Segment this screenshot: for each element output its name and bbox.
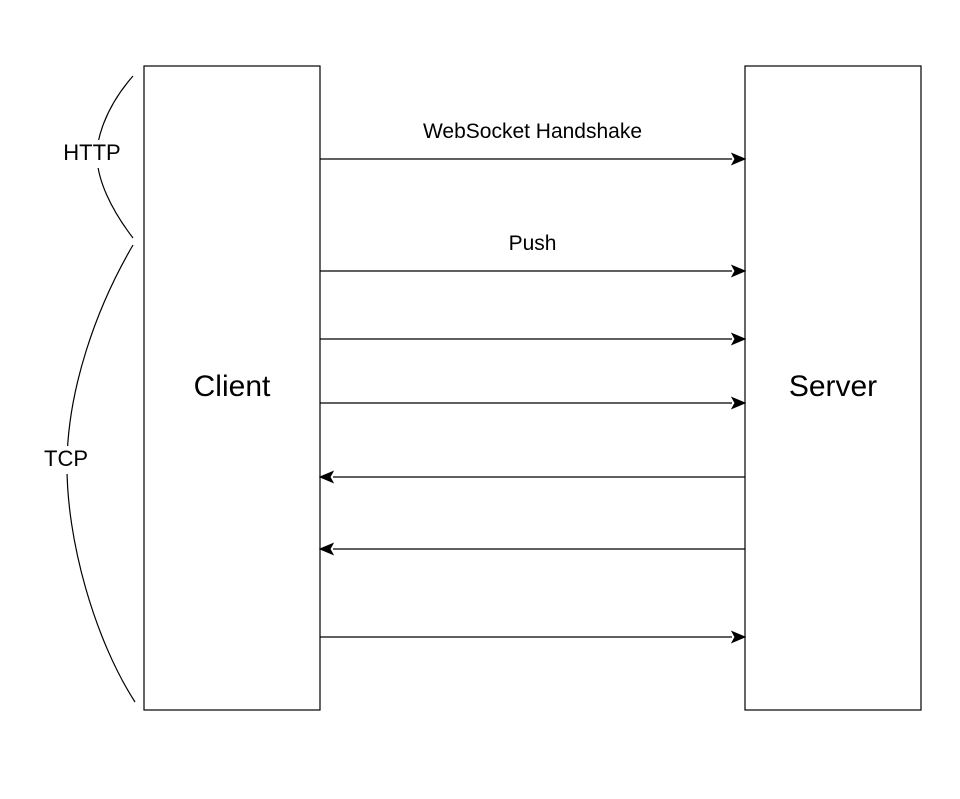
message-label-2: Push [509, 232, 557, 255]
server-box: Server [744, 65, 922, 711]
arrowhead-6 [318, 542, 335, 556]
client-label: Client [194, 370, 271, 403]
http-layer-label: HTTP [63, 140, 120, 165]
arrowhead-7 [730, 630, 747, 644]
arrowhead-3 [730, 332, 747, 346]
message-label-1: WebSocket Handshake [423, 120, 642, 143]
server-label: Server [789, 370, 877, 403]
client-box: Client [143, 65, 321, 711]
arrowhead-1 [730, 152, 747, 166]
arrowhead-4 [730, 396, 747, 410]
tcp-layer-label: TCP [44, 446, 88, 471]
arrowhead-2 [730, 264, 747, 278]
arrowhead-5 [318, 470, 335, 484]
